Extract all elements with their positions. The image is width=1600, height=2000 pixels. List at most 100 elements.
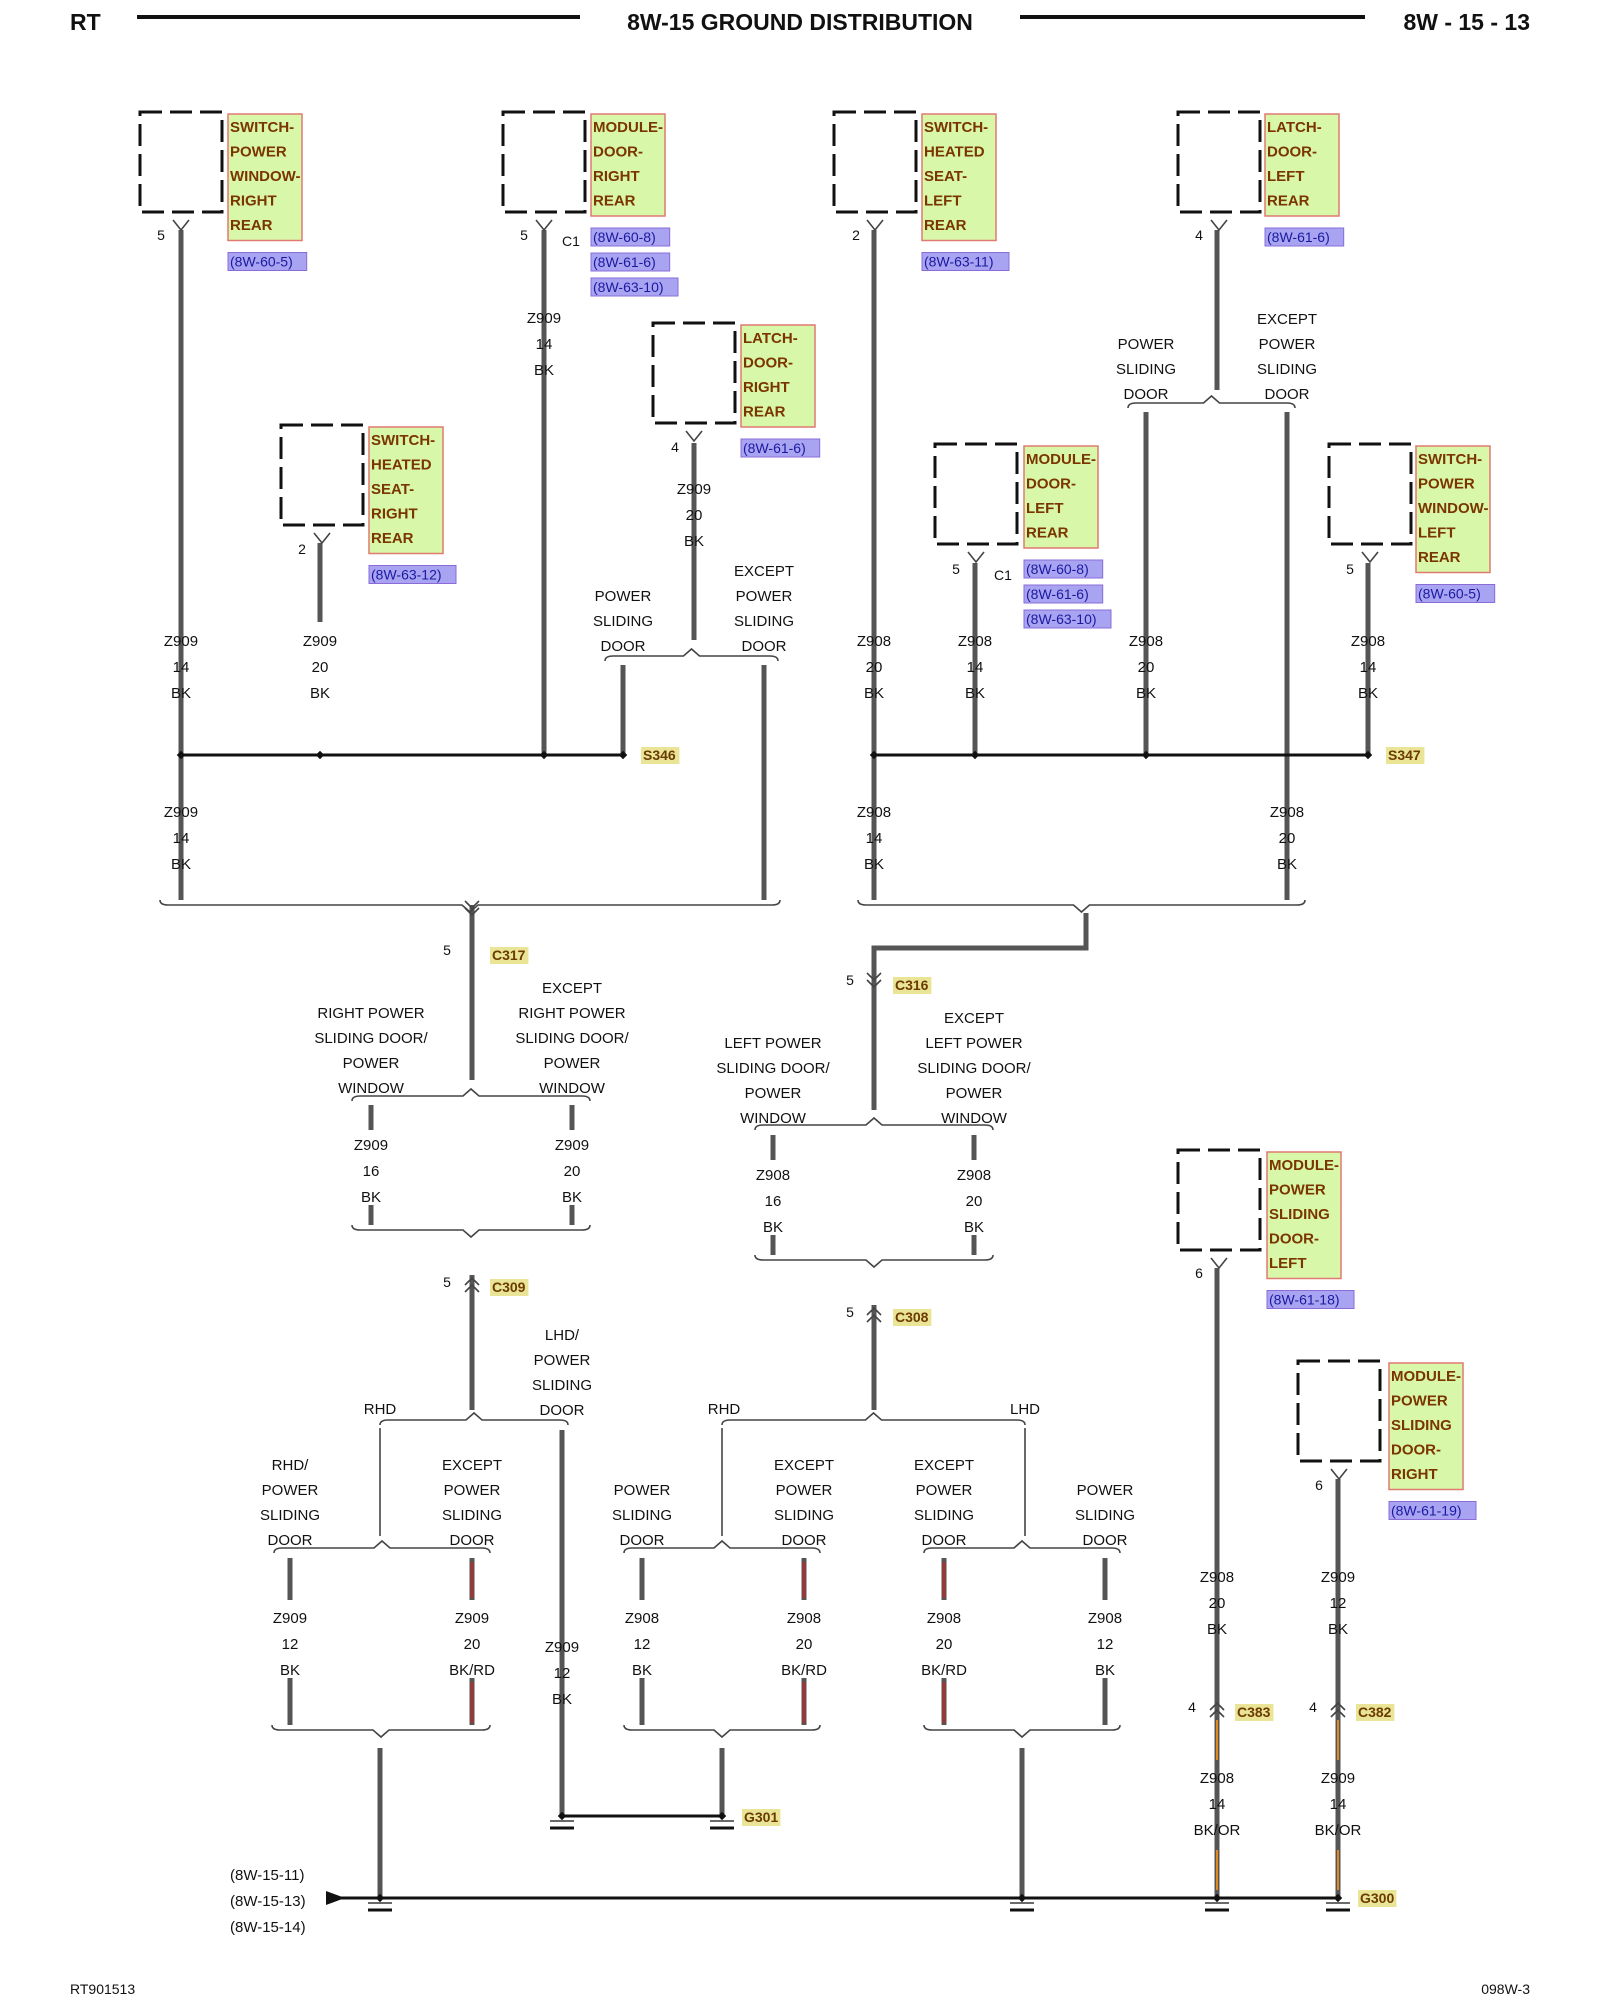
wire-label-w10: 14 [173,830,190,847]
wire-label-w26: Z908 [1200,1770,1234,1787]
ref-tag-bg [740,438,821,458]
option-psd: POWER [614,1482,671,1499]
wire-label-w16: 20 [966,1193,983,1210]
pin-fork [172,219,190,232]
wire-label-w24: BK [1207,1621,1227,1638]
option-left-psd-pw: LEFT POWER [724,1035,821,1052]
option-rhd-psd: SLIDING [260,1507,320,1524]
wire-label-w27: 14 [1330,1796,1347,1813]
connector-c383-chevron [1209,1708,1225,1718]
option-except-psd: DOOR [1265,386,1310,403]
component-box [1176,110,1262,214]
option-brace-bottom-mid [623,1724,821,1739]
component-pin: 5 [952,561,960,577]
option-right-psd-pw: POWER [343,1055,400,1072]
connector-c317: C317 [492,947,526,963]
wire-label-w24: Z908 [1200,1569,1234,1586]
wire-label-w6: 20 [866,659,883,676]
component-name-line: MODULE- [593,119,663,136]
pin-fork [866,219,884,232]
option-except-psd: DOOR [450,1532,495,1549]
connector-c308-chevron [866,1306,882,1316]
component-ref: (8W-61-18) [1269,1292,1340,1308]
option-brace-lhd-pair [923,1539,1121,1554]
connector-c309-pin: 5 [443,1274,451,1290]
ground-g300: G300 [1360,1890,1394,1906]
option-except-psd: POWER [776,1482,833,1499]
component-name-line: POWER [1391,1393,1448,1410]
splice-dot [315,750,325,760]
component-pin: 5 [1346,561,1354,577]
option-except-left-psd-pw: LEFT POWER [925,1035,1022,1052]
component-name-line: RIGHT [1391,1466,1438,1483]
connector-c382-chevron [1330,1701,1346,1711]
wire-label-w20: BK [632,1662,652,1679]
component-pin: 6 [1195,1265,1203,1281]
component-name-line: SLIDING [1269,1206,1330,1223]
ground-ref: (8W-15-13) [230,1893,306,1910]
wire-label-w18: Z909 [455,1610,489,1627]
option-lhd: LHD [1010,1401,1040,1418]
component-name-line: RIGHT [371,506,418,523]
connector-c316-chevron [866,979,882,989]
component-name-line: RIGHT [593,168,640,185]
footer-right: 098W-3 [1481,1981,1530,1997]
footer-left: RT901513 [70,1981,135,1997]
option-except-right-psd-pw: EXCEPT [542,980,602,997]
component-name-line: REAR [593,193,636,210]
wire-label-w8: BK [1136,685,1156,702]
connector-c316: C316 [895,977,929,993]
wire [871,913,1089,1110]
option-psd: DOOR [620,1532,665,1549]
ref-tag-bg [590,252,671,272]
ref-tag-bg [1388,1501,1477,1520]
component-pin: 5 [520,227,528,243]
wire-label-w3: BK [534,362,554,379]
wire-label-w13: 16 [363,1163,380,1180]
wire-label-w9: 14 [1360,659,1377,676]
option-except-psd: EXCEPT [1257,311,1317,328]
ground-g301-bg [742,1809,781,1826]
wire-label-w27: BK/OR [1315,1822,1362,1839]
component-name-line: LEFT [1267,168,1305,185]
wire-label-w11: 14 [866,830,883,847]
header-left: RT [70,9,101,35]
wire-label-w15: 16 [765,1193,782,1210]
splice-dot [1212,1893,1222,1903]
header-right: 8W - 15 - 13 [1403,9,1530,35]
component-name-line: WINDOW- [230,168,301,185]
wire-label-w4: Z909 [677,481,711,498]
wire-label-w4: BK [684,533,704,550]
option-brace-bottom-right [923,1724,1121,1739]
wire-label-w12: BK [1277,856,1297,873]
wire-label-w16: BK [964,1219,984,1236]
component-pin: 2 [298,541,306,557]
pin-fork [313,532,331,545]
connector-c308-pin: 5 [846,1304,854,1320]
wire-label-w23: BK [1095,1662,1115,1679]
option-rhd: RHD [708,1401,741,1418]
component-name-line: SEAT- [371,481,414,498]
component-pin: 4 [1195,227,1203,243]
option-rhd-psd: RHD/ [272,1457,309,1474]
option-except-left-psd-pw: POWER [946,1085,1003,1102]
component-name-line: MODULE- [1391,1368,1461,1385]
option-except-psd: SLIDING [774,1507,834,1524]
wire-label-w7: 14 [967,659,984,676]
component-label-bg [740,324,816,428]
component-label-bg [1266,1151,1342,1280]
connector-c308-bg [893,1309,932,1326]
component-ref: (8W-60-8) [1026,561,1089,577]
wire-label-w11: BK [864,856,884,873]
connector-c316-pin: 5 [846,972,854,988]
splice-dot [375,1893,385,1903]
connector-c309: C309 [492,1279,526,1295]
option-brace-rhd-pair [623,1539,821,1554]
component-box [1176,1148,1262,1252]
splice-dot [717,1811,727,1821]
option-lhd-psd: DOOR [540,1402,585,1419]
wire-label-w4: 20 [686,507,703,524]
component-ref: (8W-63-10) [593,279,664,295]
component-name-line: HEATED [924,144,985,161]
